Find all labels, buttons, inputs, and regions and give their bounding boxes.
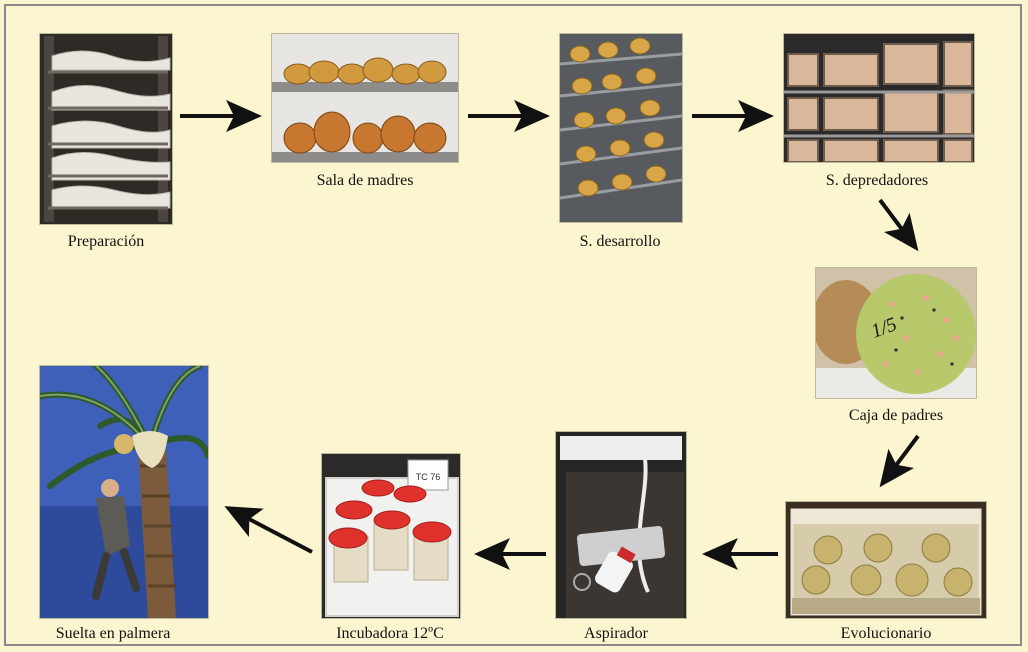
step-label-preparacion: Preparación (67, 233, 145, 250)
photo-evolucionario (786, 502, 986, 618)
photo-incubadora: TC 76 (322, 454, 460, 618)
jar-label-text: TC 76 (416, 472, 441, 482)
step-label-caja-de-padres: Caja de padres (848, 407, 944, 424)
step-label-suelta-en-palmera: Suelta en palmera (55, 625, 171, 642)
step-label-incubadora: Incubadora 12ºC (336, 625, 444, 642)
photo-preparacion (40, 34, 172, 224)
step-label-s-depredadores: S. depredadores (825, 172, 929, 189)
step-label-aspirador: Aspirador (584, 625, 648, 642)
photo-sala-de-madres (272, 34, 458, 162)
step-label-evolucionario: Evolucionario (840, 625, 932, 642)
step-label-sala-de-madres: Sala de madres (316, 172, 414, 189)
photo-suelta-en-palmera (40, 366, 208, 618)
photo-aspirador (556, 432, 686, 618)
photo-s-desarrollo (560, 34, 682, 222)
diagram-border (4, 4, 1022, 646)
step-label-s-desarrollo: S. desarrollo (579, 233, 661, 250)
photo-s-depredadores (784, 34, 974, 162)
photo-caja-de-padres: 1/5 (816, 268, 976, 398)
